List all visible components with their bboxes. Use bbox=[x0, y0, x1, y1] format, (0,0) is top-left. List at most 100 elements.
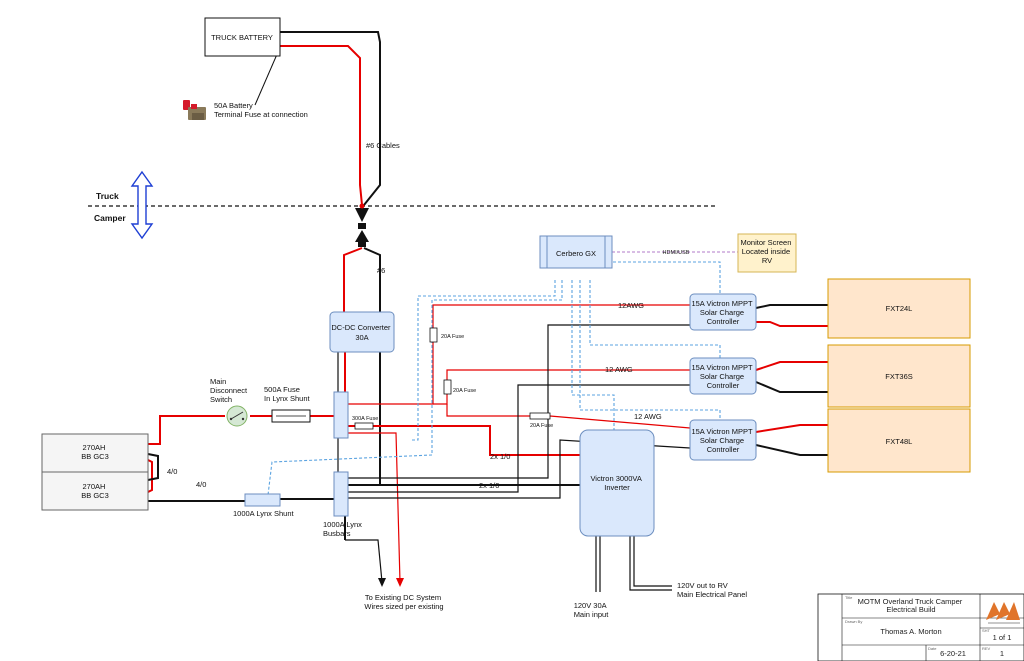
panel1-red-wire bbox=[756, 321, 828, 327]
fuse-20a-2 bbox=[443, 379, 452, 395]
wire-12awg-3: 12 AWG bbox=[634, 412, 662, 421]
cerbero-to-shunt-comm bbox=[267, 280, 563, 496]
truck-battery-box bbox=[204, 17, 281, 57]
truck-negative-cable bbox=[280, 31, 381, 206]
camper-negative-cable bbox=[363, 247, 381, 485]
mppt3-positive-run bbox=[446, 404, 530, 417]
battery-jumper-black bbox=[147, 453, 159, 481]
mppt1-positive-top bbox=[432, 304, 690, 328]
date-header: Date bbox=[928, 646, 937, 651]
lynx-shunt bbox=[244, 493, 281, 507]
out-to-rv-label: 120V out to RV Main Electrical Panel bbox=[677, 581, 747, 599]
monitor-screen-label: Monitor Screen Located inside RV bbox=[741, 238, 794, 265]
cerbero-to-mppt1-comm bbox=[598, 261, 721, 294]
mppt-1-label: 15A Victron MPPT Solar Charge Controller bbox=[691, 299, 754, 326]
fuse-leader-line bbox=[254, 51, 279, 106]
battery-2 bbox=[41, 471, 149, 511]
solar-panel-2-label: FXT36S bbox=[885, 372, 913, 381]
wire-12awg-1: 12AWG bbox=[618, 301, 644, 310]
boundary-double-arrow bbox=[130, 170, 154, 240]
ac-output-line-1 bbox=[629, 535, 672, 591]
sheet-header: SHT bbox=[982, 628, 991, 633]
300a-fuse-to-inverter bbox=[372, 425, 580, 456]
panel1-black-wire bbox=[755, 304, 828, 309]
mppt3-positive-cont bbox=[549, 415, 691, 429]
zone-truck-label: Truck bbox=[96, 191, 119, 201]
lynx-shunt-positive-bar bbox=[333, 391, 349, 439]
dcdc-converter-box bbox=[329, 311, 395, 353]
existing-dc-negative bbox=[345, 539, 383, 583]
fuse-20a-3 bbox=[529, 412, 551, 420]
negative-4-0-label: 4/0 bbox=[196, 480, 206, 489]
panel2-black-wire bbox=[755, 381, 828, 393]
cable-size-label: #6 Cables bbox=[366, 141, 400, 150]
fuse-20a-3-label: 20A Fuse bbox=[530, 423, 553, 429]
hash6-label: #6 bbox=[377, 266, 385, 275]
anderson-connector bbox=[355, 203, 369, 247]
dcdc-converter-label: DC-DC Converter 30A bbox=[331, 323, 392, 342]
panel2-red-wire bbox=[755, 361, 828, 371]
cerbero-to-mppt3-comm bbox=[579, 280, 721, 420]
panel3-black-wire bbox=[755, 444, 828, 456]
lynx-busbars-label: 1000A Lynx Busbars bbox=[323, 520, 364, 538]
truck-battery-label: TRUCK BATTERY bbox=[211, 33, 273, 42]
wire-2x10-positive: 2x 1/0 bbox=[490, 452, 510, 461]
battery-1-label: 270AH BB GC3 bbox=[81, 443, 109, 461]
arrow-existing-neg bbox=[378, 578, 386, 587]
truck-positive-cable bbox=[280, 45, 363, 206]
main-input-label: 120V 30A Main input bbox=[574, 601, 610, 619]
solar-panel-3-label: FXT48L bbox=[886, 437, 913, 446]
mppt2-negative-run bbox=[348, 384, 690, 493]
title-text: MOTM Overland Truck Camper Electrical Bu… bbox=[858, 597, 965, 614]
wire-2x10-negative: 2x 1/0 bbox=[479, 481, 499, 490]
victron-inverter-label: Victron 3000VA Inverter bbox=[590, 474, 643, 492]
rev-header: REV bbox=[982, 646, 991, 651]
title-block: Title MOTM Overland Truck Camper Electri… bbox=[817, 593, 1024, 661]
zone-camper-label: Camper bbox=[94, 213, 126, 223]
fuse-500a-label: 500A Fuse In Lynx Shunt bbox=[264, 385, 311, 403]
solar-panel-2 bbox=[827, 344, 971, 408]
cerbero-gx-label: Cerbero GX bbox=[556, 249, 596, 258]
mppt-controller-3 bbox=[689, 419, 757, 461]
drawn-by-value: Thomas A. Morton bbox=[880, 627, 941, 636]
ac-output-line-2 bbox=[633, 535, 672, 587]
company-logo bbox=[986, 602, 1020, 624]
solar-panel-3 bbox=[827, 408, 971, 473]
sheet-value: 1 of 1 bbox=[993, 633, 1012, 642]
battery-fuse-icon bbox=[183, 100, 206, 120]
main-disconnect-label: Main Disconnect Switch bbox=[210, 377, 249, 404]
existing-dc-label: To Existing DC System Wires sized per ex… bbox=[364, 593, 443, 611]
cerbero-to-dcdc-comm bbox=[410, 280, 556, 441]
battery-jumper-red bbox=[147, 459, 153, 493]
fuse-20a-1-label: 20A Fuse bbox=[441, 334, 464, 340]
solar-panel-1-label: FXT24L bbox=[886, 304, 913, 313]
mppt1-negative-run bbox=[348, 324, 690, 479]
battery-fuse-label: 50A Battery Terminal Fuse at connection bbox=[214, 101, 308, 119]
battery-2-label: 270AH BB GC3 bbox=[81, 482, 109, 500]
fuse-300a bbox=[354, 422, 374, 430]
mppt-3-label: 15A Victron MPPT Solar Charge Controller bbox=[691, 427, 754, 454]
battery-1 bbox=[41, 433, 149, 473]
battery-positive-main bbox=[148, 415, 225, 445]
fuse-20a-2-label: 20A Fuse bbox=[453, 388, 476, 394]
cerbero-to-inverter-comm bbox=[571, 280, 615, 430]
date-value: 6-20-21 bbox=[940, 649, 966, 658]
victron-inverter bbox=[579, 429, 655, 537]
solar-panel-1 bbox=[827, 278, 971, 339]
mppt-controller-2 bbox=[689, 357, 757, 395]
fuse-300a-label: 300A Fuse bbox=[352, 416, 378, 422]
panel3-red-wire bbox=[755, 424, 828, 433]
drawn-by-header: Drawn By bbox=[845, 619, 862, 624]
lynx-busbars bbox=[333, 471, 349, 517]
wire-12awg-2: 12 AWG bbox=[605, 365, 633, 374]
rev-value: 1 bbox=[1000, 649, 1004, 658]
title-header: Title bbox=[845, 595, 853, 600]
hdmi-label: HDMI/USB bbox=[663, 250, 690, 256]
existing-dc-positive bbox=[348, 432, 401, 583]
mppt-2-label: 15A Victron MPPT Solar Charge Controller bbox=[691, 363, 754, 390]
jumper-4-0-label: 4/0 bbox=[167, 467, 177, 476]
cerbero-gx-box bbox=[539, 235, 613, 269]
fuse-20a-1 bbox=[429, 327, 438, 343]
lynx-shunt-label: 1000A Lynx Shunt bbox=[233, 509, 295, 518]
